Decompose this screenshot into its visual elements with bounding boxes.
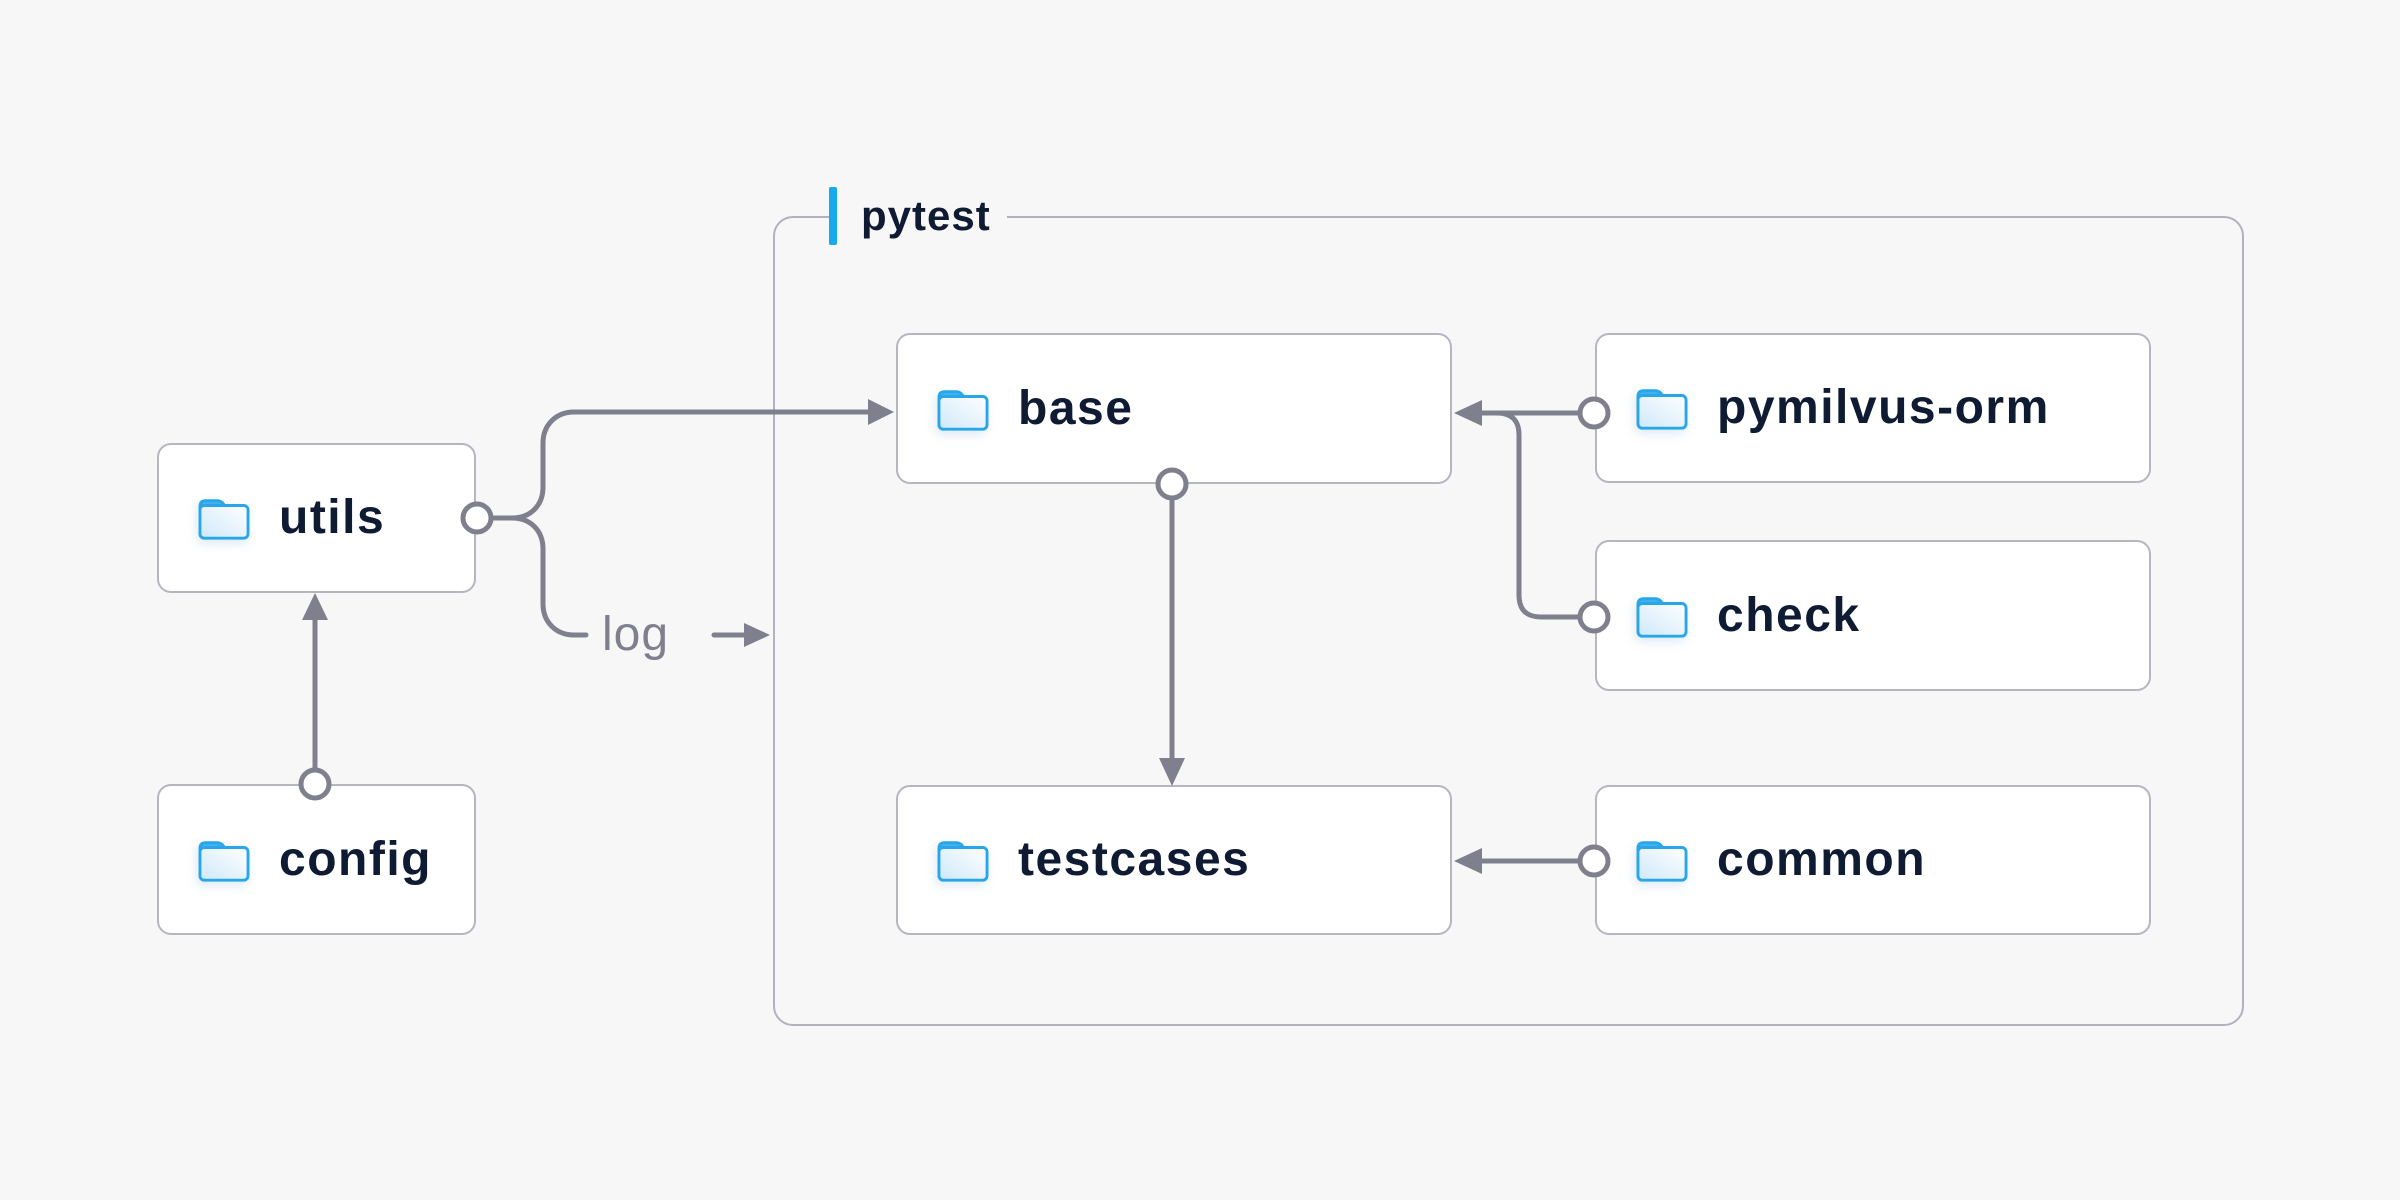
folder-icon <box>1636 596 1688 638</box>
node-label-utils: utils <box>279 491 386 544</box>
node-label-common: common <box>1717 833 1927 886</box>
node-pymilvus-orm: pymilvus-orm <box>1595 333 2151 483</box>
node-check: check <box>1595 540 2151 691</box>
node-label-check: check <box>1717 588 1861 642</box>
folder-icon <box>1636 389 1688 430</box>
folder-icon <box>937 389 989 431</box>
group-pytest-label: pytest <box>829 187 1007 245</box>
node-label-config: config <box>279 832 432 886</box>
group-title: pytest <box>861 192 991 239</box>
node-utils: utils <box>157 443 476 593</box>
node-label-base: base <box>1018 381 1134 435</box>
folder-icon <box>937 841 989 882</box>
group-pytest <box>773 216 2244 1026</box>
node-testcases: testcases <box>896 785 1452 935</box>
folder-icon <box>198 499 250 540</box>
edge-config-utils <box>302 593 328 773</box>
folder-icon <box>198 840 250 882</box>
edge-label-log: log <box>602 608 670 661</box>
folder-icon <box>1636 841 1688 882</box>
node-config: config <box>157 784 476 935</box>
accent-bar <box>829 187 837 245</box>
node-common: common <box>1595 785 2151 935</box>
node-label-pymilvus-orm: pymilvus-orm <box>1717 381 2050 434</box>
node-label-testcases: testcases <box>1018 833 1251 886</box>
node-base: base <box>896 333 1452 484</box>
